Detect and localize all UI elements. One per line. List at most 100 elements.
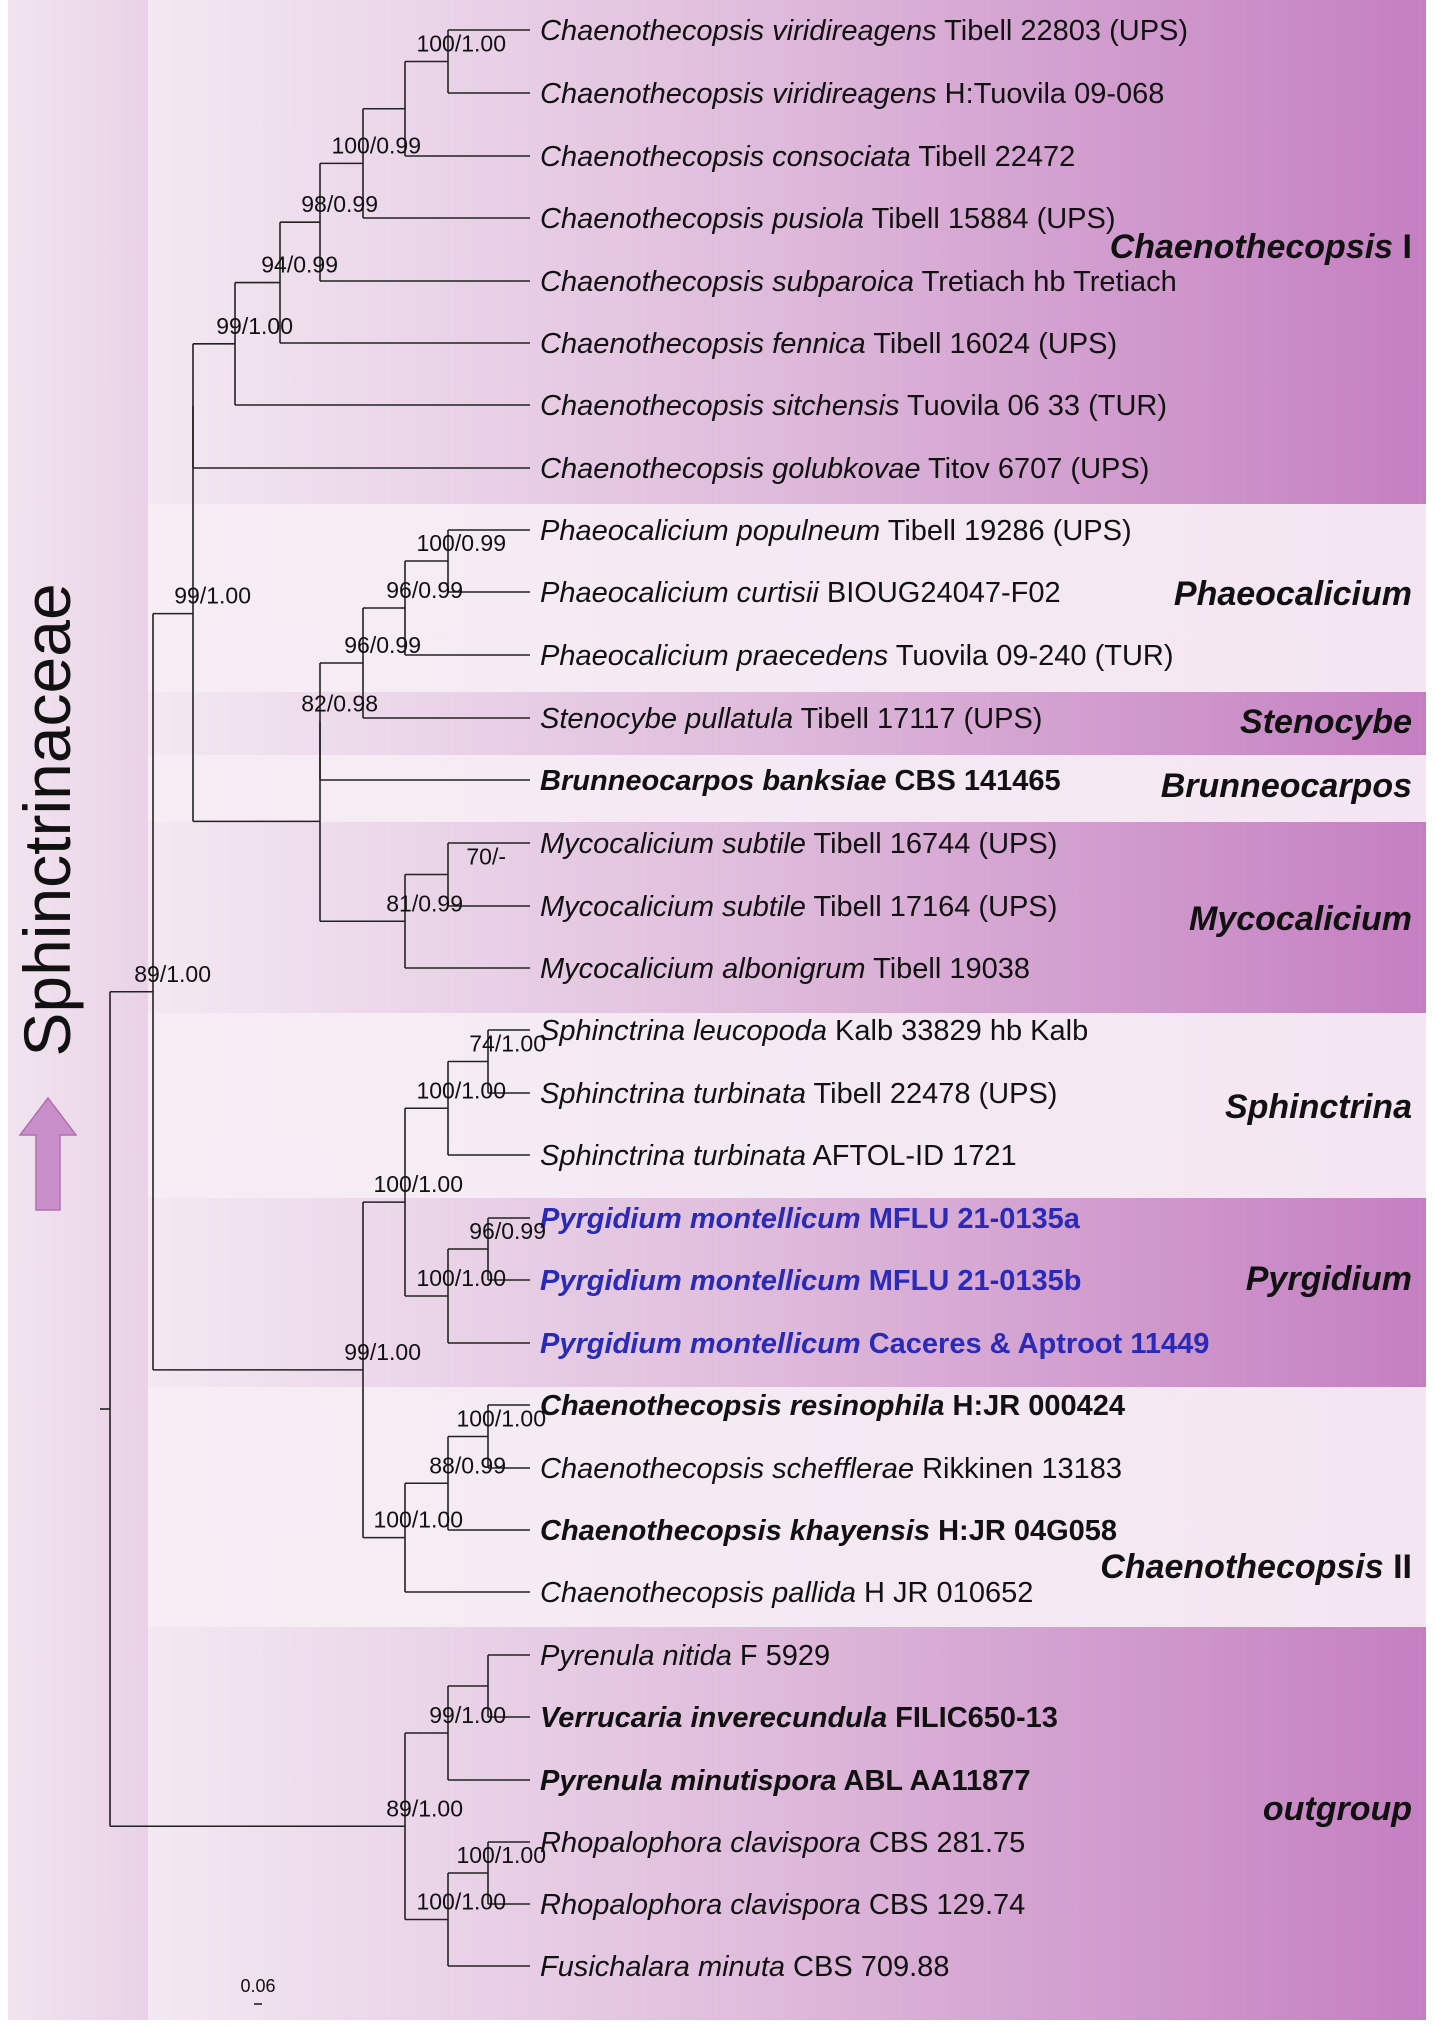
support-value: 100/1.00	[416, 1265, 506, 1291]
taxon-voucher: F 5929	[732, 1640, 830, 1672]
taxon-name: Chaenothecopsis pallida	[540, 1577, 856, 1609]
taxon-voucher: CBS 709.88	[785, 1951, 949, 1983]
clade-band	[148, 0, 1426, 504]
taxon-voucher: H:JR 04G058	[930, 1515, 1117, 1547]
taxon-label: Chaenothecopsis fennica Tibell 16024 (UP…	[540, 328, 1117, 360]
taxon-labels: Chaenothecopsis viridireagens Tibell 228…	[540, 15, 1209, 1983]
clade-band	[148, 755, 1426, 822]
taxon-voucher: Tibell 16024 (UPS)	[866, 328, 1117, 360]
family-label: Sphinctrinaceae	[10, 583, 84, 1056]
taxon-name: Rhopalophora clavispora	[540, 1827, 861, 1859]
support-value: 82/0.98	[301, 691, 378, 717]
taxon-label: Sphinctrina turbinata Tibell 22478 (UPS)	[540, 1078, 1057, 1110]
taxon-label: Chaenothecopsis viridireagens H:Tuovila …	[540, 78, 1164, 110]
taxon-voucher: FILIC650-13	[887, 1702, 1058, 1734]
support-values: 100/1.00 100/0.99 98/0.99 94/0.99 99/1.00 100…	[134, 31, 546, 1915]
taxon-name: Phaeocalicium curtisii	[540, 577, 820, 609]
clade-label: Chaenothecopsis I	[1110, 228, 1412, 266]
support-value: 96/0.99	[386, 577, 463, 603]
taxon-name: Chaenothecopsis viridireagens	[540, 78, 937, 110]
taxon-voucher: Titov 6707 (UPS)	[921, 453, 1150, 485]
taxon-voucher: Tibell 22472	[911, 141, 1075, 173]
taxon-voucher: CBS 281.75	[861, 1827, 1025, 1859]
support-value: 100/1.00	[456, 1842, 546, 1868]
support-value: 89/1.00	[386, 1795, 463, 1821]
taxon-name: Fusichalara minuta	[540, 1951, 785, 1983]
taxon-name: Pyrenula minutispora	[540, 1765, 837, 1797]
support-value: 100/1.00	[373, 1171, 463, 1197]
clade-label: Brunneocarpos	[1161, 767, 1412, 805]
taxon-name: Pyrenula nitida	[540, 1640, 732, 1672]
support-value: 100/1.00	[416, 31, 506, 57]
taxon-voucher: Tibell 22478 (UPS)	[806, 1078, 1057, 1110]
support-value: 99/1.00	[216, 313, 293, 339]
taxon-name: Phaeocalicium populneum	[540, 515, 880, 547]
taxon-voucher: Tuovila 09-240 (TUR)	[888, 640, 1173, 672]
taxon-label: Chaenothecopsis viridireagens Tibell 228…	[540, 15, 1188, 47]
taxon-label: Pyrgidium montellicum Caceres & Aptroot …	[540, 1328, 1209, 1360]
taxon-name: Stenocybe pullatula	[540, 703, 793, 735]
taxon-label: Phaeocalicium praecedens Tuovila 09-240 …	[540, 640, 1174, 672]
taxon-voucher: Tibell 16744 (UPS)	[806, 828, 1057, 860]
taxon-label: Chaenothecopsis subparoica Tretiach hb T…	[540, 266, 1177, 298]
taxon-voucher: Tibell 19038	[866, 953, 1030, 985]
support-value: 100/0.99	[416, 530, 506, 556]
taxon-name: Pyrgidium montellicum	[540, 1203, 861, 1235]
taxon-label: Chaenothecopsis schefflerae Rikkinen 131…	[540, 1453, 1122, 1485]
clade-band	[148, 504, 1426, 692]
taxon-voucher: Kalb 33829 hb Kalb	[827, 1015, 1088, 1047]
taxon-voucher: AFTOL-ID 1721	[806, 1140, 1017, 1172]
taxon-name: Sphinctrina leucopoda	[540, 1015, 827, 1047]
taxon-name: Chaenothecopsis subparoica	[540, 266, 914, 298]
support-value: 100/1.00	[456, 1406, 546, 1432]
taxon-name: Pyrgidium montellicum	[540, 1328, 861, 1360]
taxon-label: Mycocalicium subtile Tibell 17164 (UPS)	[540, 891, 1057, 923]
taxon-name: Chaenothecopsis consociata	[540, 141, 911, 173]
taxon-label: Rhopalophora clavispora CBS 281.75	[540, 1827, 1025, 1859]
taxon-name: Verrucaria inverecundula	[540, 1702, 887, 1734]
taxon-voucher: MFLU 21-0135a	[861, 1203, 1081, 1235]
taxon-name: Chaenothecopsis golubkovae	[540, 453, 921, 485]
taxon-label: Pyrgidium montellicum MFLU 21-0135a	[540, 1203, 1081, 1235]
support-value: 89/1.00	[134, 961, 211, 987]
taxon-label: Chaenothecopsis consociata Tibell 22472	[540, 141, 1075, 173]
taxon-label: Pyrenula nitida F 5929	[540, 1640, 830, 1672]
taxon-voucher: MFLU 21-0135b	[861, 1265, 1082, 1297]
support-value: 100/1.00	[416, 1889, 506, 1915]
taxon-label: Phaeocalicium populneum Tibell 19286 (UP…	[540, 515, 1132, 547]
support-value: 98/0.99	[301, 191, 378, 217]
support-value: 94/0.99	[261, 252, 338, 278]
taxon-name: Mycocalicium subtile	[540, 891, 806, 923]
taxon-voucher: BIOUG24047-F02	[819, 577, 1061, 609]
support-value: 88/0.99	[429, 1452, 506, 1478]
clade-band	[148, 1387, 1426, 1627]
taxon-label: Mycocalicium albonigrum Tibell 19038	[540, 953, 1030, 985]
taxon-label: Brunneocarpos banksiae CBS 141465	[540, 765, 1061, 797]
taxon-label: Pyrgidium montellicum MFLU 21-0135b	[540, 1265, 1081, 1297]
taxon-name: Chaenothecopsis viridireagens	[540, 15, 937, 47]
taxon-voucher: Tibell 17117 (UPS)	[793, 703, 1042, 735]
taxon-label: Sphinctrina turbinata AFTOL-ID 1721	[540, 1140, 1017, 1172]
taxon-voucher: H:JR 000424	[944, 1390, 1125, 1422]
taxon-label: Phaeocalicium curtisii BIOUG24047-F02	[540, 577, 1061, 609]
taxon-label: Rhopalophora clavispora CBS 129.74	[540, 1889, 1025, 1921]
branches	[100, 29, 530, 1967]
taxon-name: Sphinctrina turbinata	[540, 1140, 806, 1172]
support-value: 100/1.00	[416, 1077, 506, 1103]
clade-label: Pyrgidium	[1246, 1260, 1412, 1298]
taxon-label: Chaenothecopsis pusiola Tibell 15884 (UP…	[540, 203, 1116, 235]
support-value: 70/-	[466, 844, 506, 870]
taxon-name: Brunneocarpos banksiae	[540, 765, 887, 797]
taxon-name: Chaenothecopsis schefflerae	[540, 1453, 914, 1485]
clade-band	[148, 1013, 1426, 1198]
taxon-voucher: Tibell 22803 (UPS)	[937, 15, 1188, 47]
taxon-name: Chaenothecopsis resinophila	[540, 1390, 944, 1422]
clade-band	[148, 1627, 1426, 2020]
taxon-name: Pyrgidium montellicum	[540, 1265, 861, 1297]
taxon-voucher: ABL AA11877	[837, 1765, 1031, 1797]
taxon-name: Mycocalicium albonigrum	[540, 953, 866, 985]
taxon-label: Verrucaria inverecundula FILIC650-13	[540, 1702, 1058, 1734]
clade-band	[148, 1198, 1426, 1387]
